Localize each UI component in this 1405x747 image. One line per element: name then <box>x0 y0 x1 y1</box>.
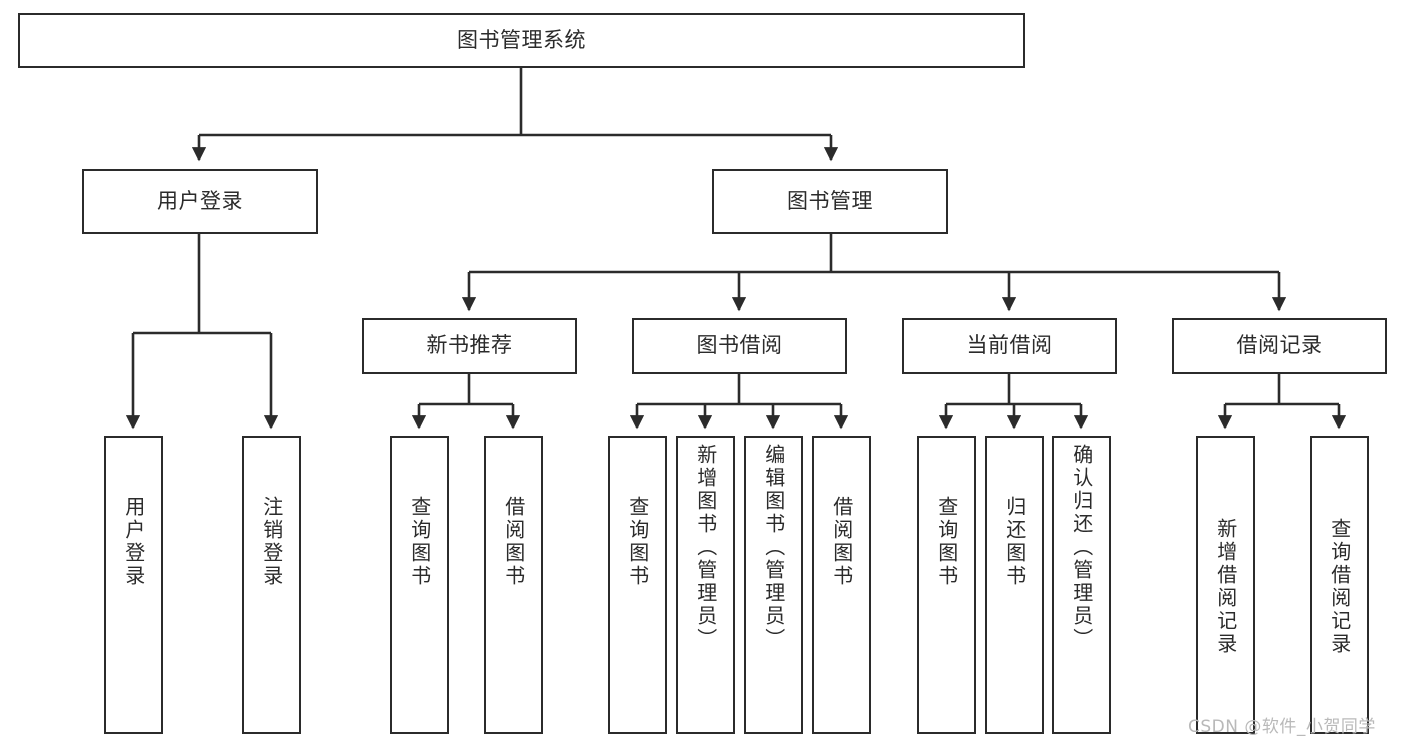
node-leaf-logout-label: 注销登录 <box>259 496 284 588</box>
node-leaf-edit-book-label: 编辑图书（管理员） <box>761 444 786 651</box>
watermark-text: CSDN @软件_小贺同学 <box>1188 717 1376 737</box>
node-leaf-query-book-3-label: 查询图书 <box>934 496 959 588</box>
node-leaf-add-record[interactable]: 新增借阅记录 <box>1196 436 1255 734</box>
node-leaf-query-record[interactable]: 查询借阅记录 <box>1310 436 1369 734</box>
node-leaf-return-book[interactable]: 归还图书 <box>985 436 1044 734</box>
node-borrow-record-label: 借阅记录 <box>1236 333 1323 358</box>
node-book-borrow[interactable]: 图书借阅 <box>632 318 847 374</box>
node-leaf-user-login-label: 用户登录 <box>121 496 146 588</box>
node-current-borrow[interactable]: 当前借阅 <box>902 318 1117 374</box>
connector-group-book-borrow <box>629 374 849 430</box>
node-root-label: 图书管理系统 <box>457 27 586 52</box>
node-leaf-query-book-2[interactable]: 查询图书 <box>608 436 667 734</box>
node-leaf-query-book-2-label: 查询图书 <box>625 496 650 588</box>
node-user-login-label: 用户登录 <box>157 188 243 213</box>
node-leaf-query-book-1-label: 查询图书 <box>407 496 432 588</box>
node-leaf-return-book-label: 归还图书 <box>1002 496 1027 588</box>
connector-group-borrow-record <box>1217 374 1347 430</box>
node-leaf-query-book-1[interactable]: 查询图书 <box>390 436 449 734</box>
node-leaf-confirm-return-label: 确认归还（管理员） <box>1069 444 1094 651</box>
node-book-borrow-label: 图书借阅 <box>696 333 783 358</box>
connector-group-user-login <box>125 234 279 430</box>
node-leaf-logout[interactable]: 注销登录 <box>242 436 301 734</box>
node-book-manage[interactable]: 图书管理 <box>712 169 948 234</box>
node-leaf-borrow-book-1-label: 借阅图书 <box>501 496 526 588</box>
node-leaf-borrow-book-2-label: 借阅图书 <box>829 496 854 588</box>
node-current-borrow-label: 当前借阅 <box>966 333 1053 358</box>
connector-group-book-manage <box>461 234 1287 312</box>
node-root[interactable]: 图书管理系统 <box>18 13 1025 68</box>
node-leaf-add-book-label: 新增图书（管理员） <box>693 444 718 651</box>
node-book-manage-label: 图书管理 <box>787 188 873 213</box>
node-borrow-record[interactable]: 借阅记录 <box>1172 318 1387 374</box>
node-leaf-add-book[interactable]: 新增图书（管理员） <box>676 436 735 734</box>
node-leaf-query-record-label: 查询借阅记录 <box>1327 518 1352 656</box>
node-leaf-borrow-book-2[interactable]: 借阅图书 <box>812 436 871 734</box>
node-leaf-user-login[interactable]: 用户登录 <box>104 436 163 734</box>
node-leaf-add-record-label: 新增借阅记录 <box>1213 518 1238 656</box>
node-new-book-rec[interactable]: 新书推荐 <box>362 318 577 374</box>
connector-group-current-borrow <box>938 374 1089 430</box>
node-leaf-query-book-3[interactable]: 查询图书 <box>917 436 976 734</box>
node-new-book-rec-label: 新书推荐 <box>426 333 513 358</box>
node-leaf-edit-book[interactable]: 编辑图书（管理员） <box>744 436 803 734</box>
connector-group-new-book-rec <box>411 374 521 430</box>
connector-group-root <box>191 68 839 162</box>
node-leaf-confirm-return[interactable]: 确认归还（管理员） <box>1052 436 1111 734</box>
node-leaf-borrow-book-1[interactable]: 借阅图书 <box>484 436 543 734</box>
node-user-login[interactable]: 用户登录 <box>82 169 318 234</box>
